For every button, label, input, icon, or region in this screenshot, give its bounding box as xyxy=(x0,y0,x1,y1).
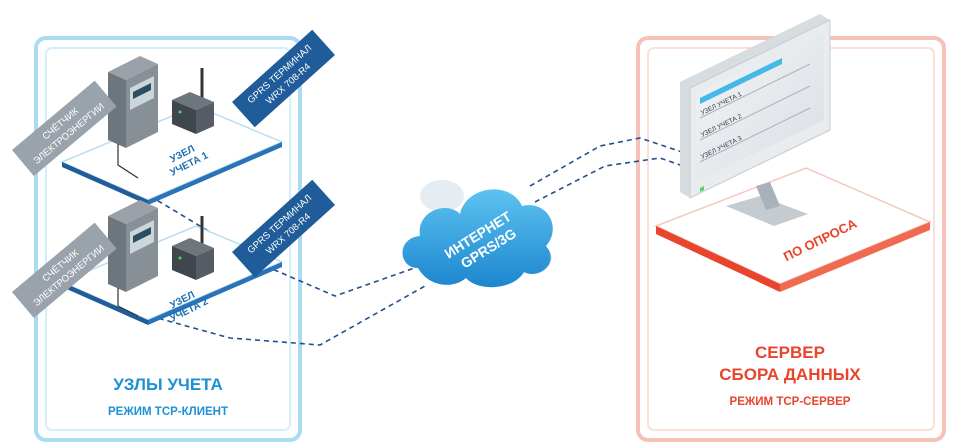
node-1: УЗЕЛ УЧЕТА 1 СЧЁТЧИК ЭЛЕКТРОЭНЕРГИИ xyxy=(12,29,336,205)
right-panel-title-line1: СЕРВЕР xyxy=(755,343,825,362)
node2-meter-cable xyxy=(117,288,139,317)
server-plate-edge-right xyxy=(780,222,930,292)
right-panel-subtitle: РЕЖИМ TCP-СЕРВЕР xyxy=(730,396,851,408)
dashed-link-node1-cloud xyxy=(149,195,421,297)
monitor-stand-base xyxy=(726,196,808,226)
node2-plate-edge-right xyxy=(148,262,282,325)
monitor-stand-neck xyxy=(756,182,780,210)
node1-meter-top xyxy=(108,56,158,80)
node2-meter-lcd xyxy=(133,227,151,243)
node2-terminal-tag: GPRS ТЕРМИНАЛ WRX 708-R4 xyxy=(232,179,336,278)
node1-plate-edge-right xyxy=(148,142,282,205)
cloud-shape xyxy=(402,189,553,288)
left-panel-title: УЗЛЫ УЧЕТА xyxy=(113,375,223,394)
node1-terminal-top xyxy=(172,92,214,110)
right-panel-title-line2: СБОРА ДАННЫХ xyxy=(719,365,861,384)
node1-meter-cable xyxy=(117,144,139,179)
node2-terminal-top xyxy=(172,238,214,256)
left-panel-subtitle: РЕЖИМ TCP-КЛИЕНТ xyxy=(108,406,228,418)
node2-plate-edge-left xyxy=(62,282,148,325)
node2-meter-tag-bg xyxy=(12,222,117,319)
left-panel-outer-border xyxy=(34,36,302,442)
node1-terminal-side xyxy=(196,102,214,134)
dashed-link-cloud-server-b xyxy=(534,157,713,203)
node1-meter-tag-bg xyxy=(12,80,117,177)
node1-terminal-front xyxy=(172,100,196,134)
internet-cloud: ИНТЕРНЕТ GPRS/3G xyxy=(402,180,553,288)
node2-terminal-side xyxy=(196,248,214,280)
monitor-power-led xyxy=(700,186,704,192)
node1-terminal-tag-bg xyxy=(232,29,336,128)
node2-terminal xyxy=(172,216,214,280)
node2-terminal-front xyxy=(172,246,196,280)
node1-plate-edge-left xyxy=(62,162,148,205)
node2-meter-side xyxy=(108,216,126,292)
server-group: ПО ОПРОСА УЗЕЛ УЧЕТА 1 УЗЕЛ УЧЕТА 2 УЗЕЛ… xyxy=(654,14,932,292)
connection-lines xyxy=(149,137,713,346)
node2-terminal-led xyxy=(178,256,182,260)
monitor-screen-bar xyxy=(700,58,782,104)
node1-terminal-led xyxy=(178,110,182,114)
node1-meter-side xyxy=(108,72,126,148)
node1-terminal-tag: GPRS ТЕРМИНАЛ WRX 708-R4 xyxy=(232,29,336,128)
monitor-row-1-line xyxy=(699,63,811,119)
node-2: УЗЕЛ УЧЕТА 2 СЧЁТЧИК ЭЛЕКТРОЭНЕРГИИ GPRS… xyxy=(12,179,336,325)
node2-meter-top xyxy=(108,200,158,224)
node2-terminal-tag-bg xyxy=(232,179,336,278)
dashed-link-cloud-server-a xyxy=(529,137,701,187)
monitor-row-3-line xyxy=(699,107,811,163)
node2-meter xyxy=(108,200,158,317)
node1-terminal xyxy=(172,68,214,134)
monitor-screen xyxy=(696,32,824,182)
node1-meter-lcd xyxy=(133,83,151,99)
dashed-link-node2-cloud xyxy=(149,285,426,346)
node1-meter xyxy=(108,56,158,179)
cloud-shadow-small xyxy=(420,180,464,212)
server-plate-edge-left xyxy=(656,226,780,292)
monitor-row-2-line xyxy=(699,85,811,141)
